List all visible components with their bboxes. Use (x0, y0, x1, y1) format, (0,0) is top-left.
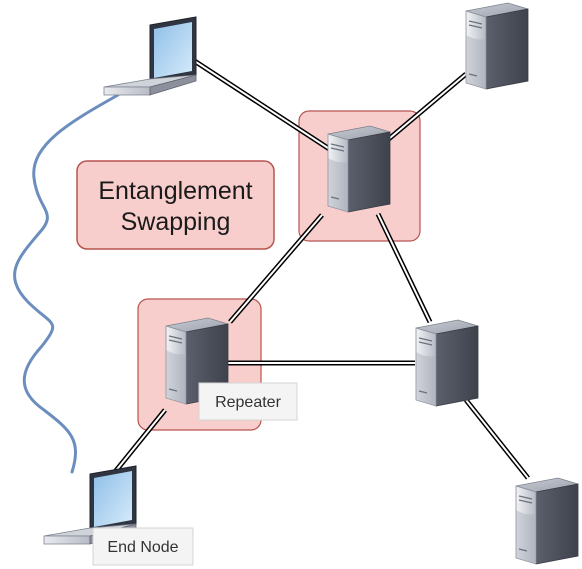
repeater-label: Repeater (198, 382, 298, 421)
end-node-label: End Node (92, 527, 194, 566)
links (108, 57, 530, 480)
repeater-label-text: Repeater (215, 394, 281, 411)
wavy-link (13, 93, 120, 474)
server-middle-right-icon[interactable] (415, 319, 479, 407)
link-center-to-repeater (228, 213, 324, 324)
link-repeater-to-laptop-bottom (108, 408, 167, 480)
callout-line-1: Entanglement (98, 177, 252, 205)
server-center-icon[interactable] (327, 125, 391, 213)
laptop-top-icon[interactable] (103, 16, 197, 96)
callout-line-2: Swapping (121, 208, 231, 236)
end-node-label-text: End Node (107, 539, 178, 556)
link-topright-to-center (382, 72, 468, 145)
entanglement-swapping-callout: Entanglement Swapping (76, 160, 275, 250)
link-middleright-to-bottomright (464, 398, 530, 480)
link-center-to-middleright (375, 212, 433, 324)
link-laptop-top-to-center (191, 57, 336, 155)
server-bottom-right-icon[interactable] (515, 477, 579, 565)
server-top-right-icon[interactable] (465, 2, 529, 90)
